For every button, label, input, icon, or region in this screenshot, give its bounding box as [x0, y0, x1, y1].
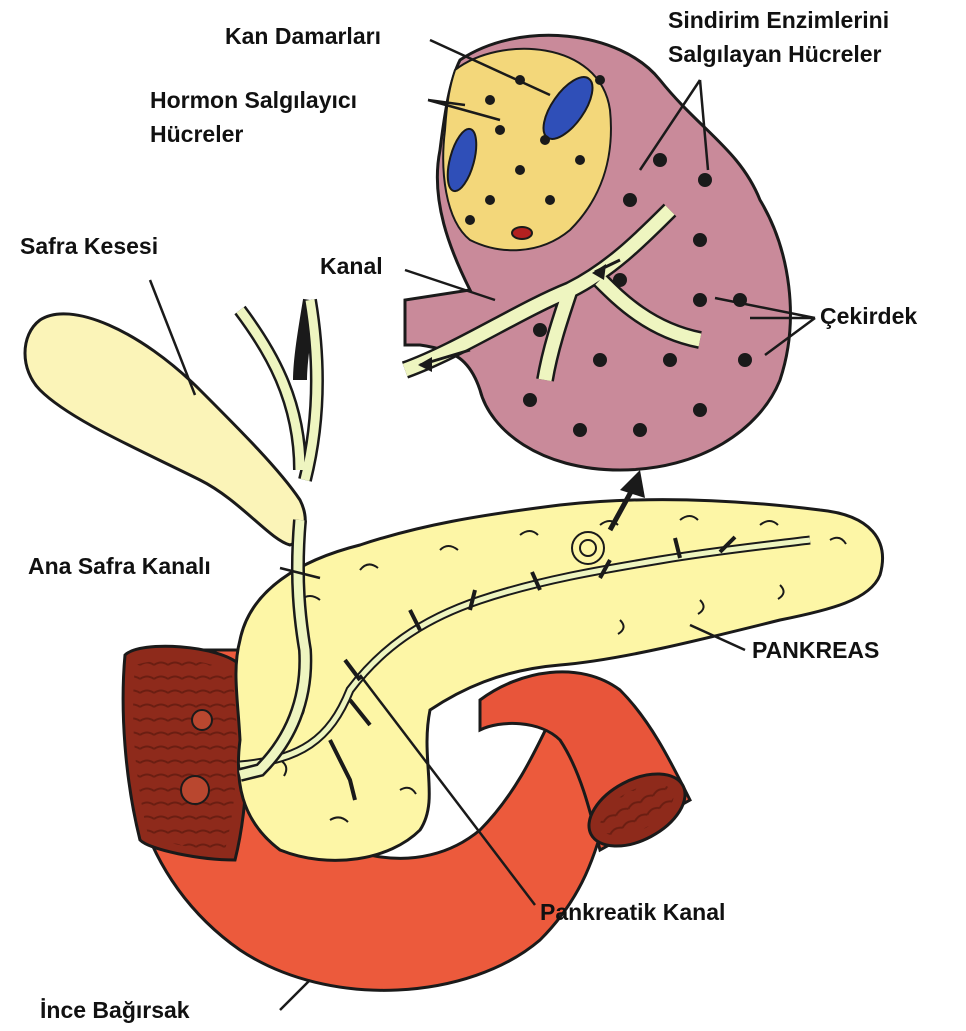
- label-safra-kesesi: Safra Kesesi: [20, 232, 158, 260]
- label-hucreler: Hücreler: [150, 120, 243, 148]
- label-kanal: Kanal: [320, 252, 383, 280]
- leader-ince-bagirsak: [280, 980, 310, 1010]
- label-pankreatik-kanal: Pankreatik Kanal: [540, 898, 725, 926]
- label-ince-bagirsak: İnce Bağırsak: [40, 996, 190, 1024]
- label-salgilayan-hucreler: Salgılayan Hücreler: [668, 40, 882, 68]
- label-pankreas: PANKREAS: [752, 636, 879, 664]
- label-ana-safra-kanali: Ana Safra Kanalı: [28, 552, 211, 580]
- label-sindirim-enzimlerini: Sindirim Enzimlerini: [668, 6, 889, 34]
- label-kan-damarlari: Kan Damarları: [225, 22, 381, 50]
- label-cekirdek: Çekirdek: [820, 302, 917, 330]
- label-hormon-salgilayici: Hormon Salgılayıcı: [150, 86, 357, 114]
- acinus-inset: [405, 35, 790, 470]
